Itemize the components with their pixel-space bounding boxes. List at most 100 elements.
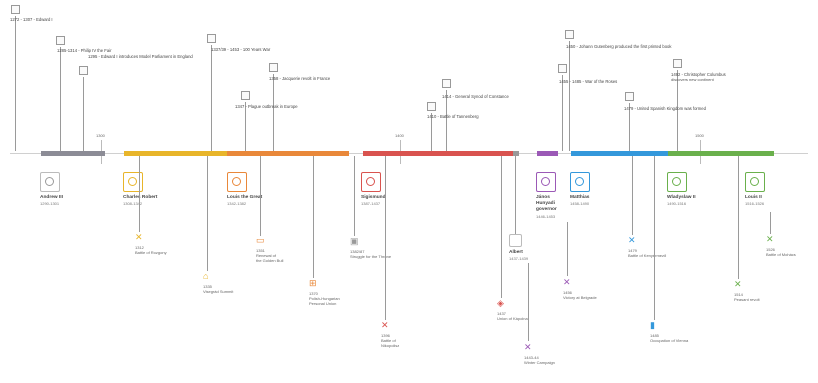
crown-icon bbox=[11, 5, 20, 14]
event-personalunion-year: 1370 bbox=[309, 291, 318, 296]
ruler-name-louis2: Louis II bbox=[745, 195, 762, 200]
event-connector bbox=[632, 156, 633, 235]
event-philip-label: 1285-1314 - Philip IV the Fair bbox=[57, 48, 112, 53]
axis-label-1500: 1500 bbox=[695, 133, 704, 138]
event-visegrad-text: Visegrád Summit bbox=[203, 289, 234, 294]
reign-bar-louis bbox=[227, 151, 349, 156]
event-connector bbox=[245, 102, 246, 151]
event-connector bbox=[562, 75, 563, 151]
ruler-name-hunyadi-1: János bbox=[536, 195, 550, 200]
event-connector bbox=[770, 212, 771, 234]
event-100years-label: 1337/39 - 1453 - 100 Years War bbox=[211, 47, 271, 52]
event-connector bbox=[207, 156, 208, 271]
event-connector bbox=[211, 45, 212, 151]
reign-bar-hunyadi bbox=[537, 151, 558, 156]
ruler-name-louis: Louis the Great bbox=[227, 195, 263, 200]
crossed-swords-icon bbox=[269, 63, 278, 72]
reign-bar-albert bbox=[513, 151, 519, 156]
ruler-portrait-louis bbox=[227, 172, 247, 192]
event-connector bbox=[313, 156, 314, 278]
event-edward-label: 1272 - 1307 - Edward I bbox=[10, 17, 53, 22]
ruler-portrait-hunyadi bbox=[536, 172, 556, 192]
ruler-name-hunyadi-2: Hunyadi bbox=[536, 201, 555, 206]
ruler-years-charles: 1308-1342 bbox=[123, 201, 143, 206]
event-connector bbox=[60, 47, 61, 151]
ruler-years-andrew: 1290-1301 bbox=[40, 201, 60, 206]
book-icon bbox=[565, 30, 574, 39]
event-connector bbox=[431, 113, 432, 151]
event-winter-text: Winter Campaign bbox=[524, 360, 555, 365]
event-synod-label: 1414 - General Synod of Constance bbox=[442, 94, 509, 99]
ruler-years-louis: 1342-1382 bbox=[227, 201, 247, 206]
ruler-years-sigismund: 1387-1437 bbox=[361, 201, 381, 206]
bull-seal-icon: ▭ bbox=[256, 235, 265, 245]
event-personalunion-text2: Personal Union bbox=[309, 301, 337, 306]
event-goldenbull-year: 1351 bbox=[256, 248, 265, 253]
event-kenyermezo-year: 1479 bbox=[628, 248, 637, 253]
crossed-swords-icon bbox=[427, 102, 436, 111]
event-mohacs-year: 1526 bbox=[766, 247, 775, 252]
ruler-portrait-louis2 bbox=[745, 172, 765, 192]
crossed-swords-icon: ✕ bbox=[766, 234, 774, 244]
event-peasant-text: Peasant revolt bbox=[734, 297, 760, 302]
event-connector bbox=[15, 16, 16, 151]
reign-bar-sigismund bbox=[363, 151, 513, 156]
ruler-connector-albert bbox=[515, 156, 516, 234]
parliament-icon bbox=[79, 66, 88, 75]
pitchfork-icon: ✕ bbox=[734, 279, 742, 289]
event-nikopolisz-text2: Nikopolisz bbox=[381, 343, 400, 348]
event-columbus-label2: discovers new continent bbox=[671, 77, 714, 82]
event-connector bbox=[260, 156, 261, 236]
event-connector bbox=[83, 77, 84, 151]
event-parliament-label: 1295 - Edward I introduces Model Parliam… bbox=[88, 54, 193, 59]
ruler-portrait-albert bbox=[509, 234, 522, 247]
ruler-name-wladyslaw: Wladyslaw II bbox=[667, 195, 696, 200]
ruler-portrait-sigismund bbox=[361, 172, 381, 192]
swords-icon bbox=[207, 34, 216, 43]
event-mohacs-text: Battle of Mohács bbox=[766, 252, 796, 257]
crossed-swords-icon: ✕ bbox=[524, 342, 532, 352]
event-connector bbox=[629, 103, 630, 151]
castle-icon bbox=[625, 92, 634, 101]
event-roses-label: 1455 - 1485 - War of the Roses bbox=[559, 79, 618, 84]
union-icon: ⊞ bbox=[309, 278, 317, 288]
event-connector bbox=[273, 74, 274, 151]
ruler-portrait-andrew bbox=[40, 172, 60, 192]
event-connector bbox=[654, 156, 655, 320]
crossed-swords-icon: ✕ bbox=[563, 277, 571, 287]
event-personalunion-text1: Polish-Hungarian bbox=[309, 296, 340, 301]
ruler-name-sigismund: Sigismund bbox=[361, 195, 386, 200]
event-winter-year: 1443-44 bbox=[524, 355, 539, 360]
event-peasant-year: 1514 bbox=[734, 292, 743, 297]
event-vienna-year: 1485 bbox=[650, 333, 659, 338]
event-goldenbull-text1: Renewal of bbox=[256, 253, 277, 258]
church-icon bbox=[442, 79, 451, 88]
event-jacquerie-label: 1358 - Jacquerie revolt in France bbox=[269, 76, 331, 81]
event-goldenbull-text2: the Golden Bull bbox=[256, 258, 284, 263]
ruler-name-hunyadi-3: governor bbox=[536, 207, 557, 212]
crossed-swords-icon: ✕ bbox=[628, 235, 636, 245]
ruler-name-charles: Charles Robert bbox=[123, 195, 158, 200]
hourglass-icon bbox=[558, 64, 567, 73]
reign-bar-louis2 bbox=[746, 151, 774, 156]
reign-bar-matthias bbox=[571, 151, 668, 156]
event-belgrade-year: 1456 bbox=[563, 290, 572, 295]
event-gutenberg-label: 1450 - Johann Gutenberg produced the fir… bbox=[566, 44, 672, 49]
ruler-name-albert: Albert bbox=[509, 250, 523, 255]
ruler-years-albert: 1437-1439 bbox=[509, 256, 529, 261]
event-connector bbox=[528, 263, 529, 341]
ruler-portrait-wladyslaw bbox=[667, 172, 687, 192]
ruler-portrait-matthias bbox=[570, 172, 590, 192]
ruler-years-wladyslaw: 1490-1516 bbox=[667, 201, 687, 206]
crown-icon bbox=[56, 36, 65, 45]
event-visegrad-year: 1335 bbox=[203, 284, 212, 289]
event-connector bbox=[569, 41, 570, 151]
throne-icon: ▣ bbox=[350, 236, 359, 246]
event-kenyermezo-text: Battle of Kenyérmező bbox=[628, 253, 667, 258]
union-icon: ◈ bbox=[497, 298, 504, 308]
event-connector bbox=[738, 156, 739, 279]
ruler-portrait-charles bbox=[123, 172, 143, 192]
event-throne-year: 1382/87 bbox=[350, 249, 365, 254]
event-connector bbox=[567, 222, 568, 276]
